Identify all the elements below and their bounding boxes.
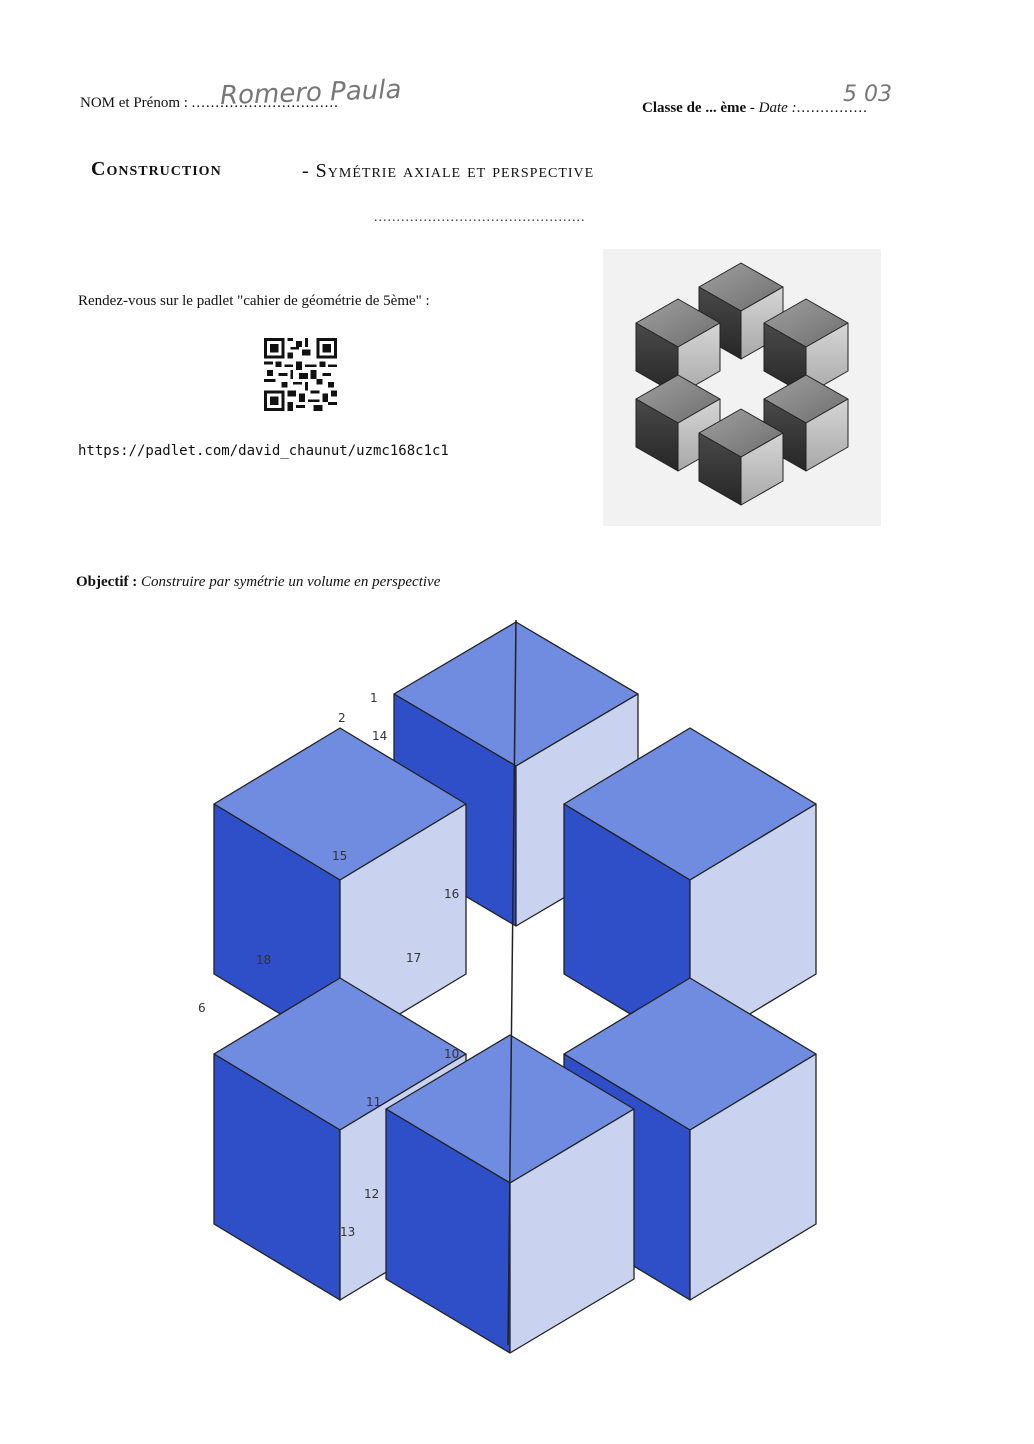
- date-separator: -: [746, 100, 759, 116]
- vertex-label-17: 17: [406, 951, 421, 965]
- page-subtitle: - Symétrie axiale et perspective: [302, 160, 595, 182]
- student-cube-drawing: 1 2 14 15 16 17 18 6 10 11 12 13: [198, 619, 817, 1354]
- vertex-label-6: 6: [198, 1001, 206, 1015]
- ref-cube-upper-right: [763, 298, 849, 396]
- vertex-label-15: 15: [332, 849, 347, 863]
- padlet-url-link[interactable]: https://padlet.com/david_chaunut/uzmc168…: [78, 443, 449, 459]
- symmetry-axis: [507, 619, 517, 1346]
- name-dots-before: ..: [191, 95, 202, 111]
- date-label: Date :: [758, 100, 797, 116]
- title-dots: ........................................…: [374, 210, 586, 225]
- cube-upper-left: [213, 727, 467, 1051]
- vertex-label-11: 11: [366, 1095, 381, 1109]
- name-field: NOM et Prénom : ........................…: [80, 95, 339, 112]
- reference-cubes-image: [603, 249, 881, 526]
- ref-cube-bottom: [698, 408, 784, 506]
- objective-text: Construire par symétrie un volume en per…: [140, 574, 441, 590]
- reference-cube-group: [635, 262, 849, 506]
- padlet-instruction: Rendez-vous sur le padlet "cahier de géo…: [78, 293, 430, 309]
- vertex-labels: 1 2 14 15 16 17 18 6 10 11 12 13: [198, 691, 459, 1239]
- vertex-label-16: 16: [444, 887, 459, 901]
- student-name-handwritten: Romero Paula: [219, 74, 402, 112]
- vertex-label-1: 1: [370, 691, 378, 705]
- ref-cube-lower-right: [763, 374, 849, 472]
- class-label: Classe de ... ème: [642, 100, 747, 116]
- cube-upper-right: [563, 727, 817, 1051]
- objective: Objectif : Construire par symétrie un vo…: [76, 574, 440, 591]
- date-handwritten: 5 03: [843, 82, 892, 107]
- vertex-label-13: 13: [340, 1225, 355, 1239]
- name-label: NOM et Prénom :: [80, 95, 188, 111]
- cube-right-face: [509, 1108, 635, 1354]
- vertex-label-2: 2: [338, 711, 346, 725]
- cube-right-face: [689, 1053, 817, 1301]
- cube-right-face: [740, 432, 784, 506]
- name-dots-after: .............................: [201, 95, 339, 111]
- vertex-label-14: 14: [372, 729, 387, 743]
- vertex-label-18: 18: [256, 953, 271, 967]
- objective-label: Objectif :: [76, 574, 138, 590]
- vertex-label-10: 10: [444, 1047, 459, 1061]
- cube-right-face: [805, 398, 849, 472]
- class-date-field: Classe de ... ème - Date :..............…: [642, 100, 868, 117]
- qr-code-icon: [264, 338, 337, 411]
- page-title: Construction: [91, 158, 222, 180]
- vertex-label-12: 12: [364, 1187, 379, 1201]
- ref-cube-upper-left: [635, 298, 721, 396]
- date-dots: ...............: [796, 100, 868, 116]
